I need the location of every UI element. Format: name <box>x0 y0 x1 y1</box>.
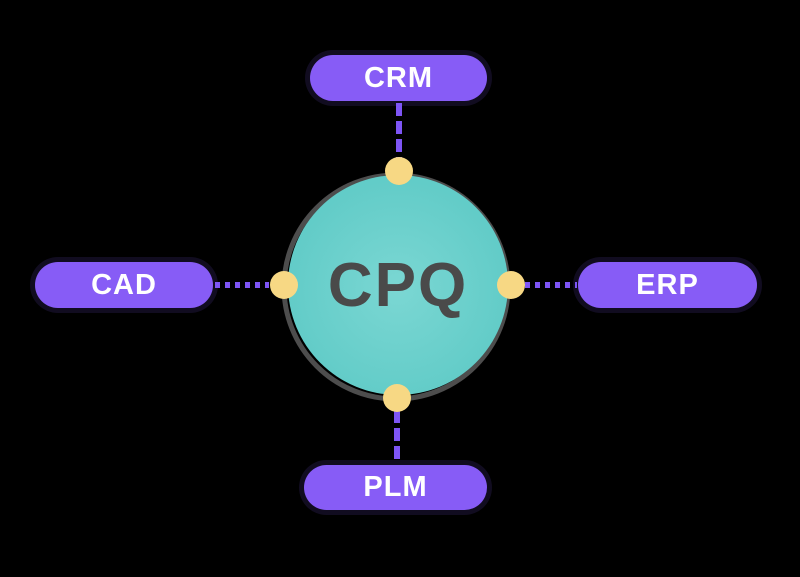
node-cad: CAD <box>35 262 213 308</box>
anchor-dot-left <box>270 271 298 299</box>
node-erp: ERP <box>578 262 757 308</box>
node-crm-label: CRM <box>363 61 434 94</box>
node-erp-label: ERP <box>636 268 699 301</box>
node-plm: PLM <box>304 465 487 510</box>
hub-circle <box>288 175 508 395</box>
node-cad-label: CAD <box>91 268 157 301</box>
hub-label-cpq: CPQ <box>327 250 469 320</box>
anchor-dot-right <box>497 271 525 299</box>
anchor-dot-top <box>385 157 413 185</box>
node-crm: CRM <box>310 55 487 101</box>
anchor-dot-bottom <box>383 384 411 412</box>
node-plm-label: PLM <box>363 471 428 503</box>
